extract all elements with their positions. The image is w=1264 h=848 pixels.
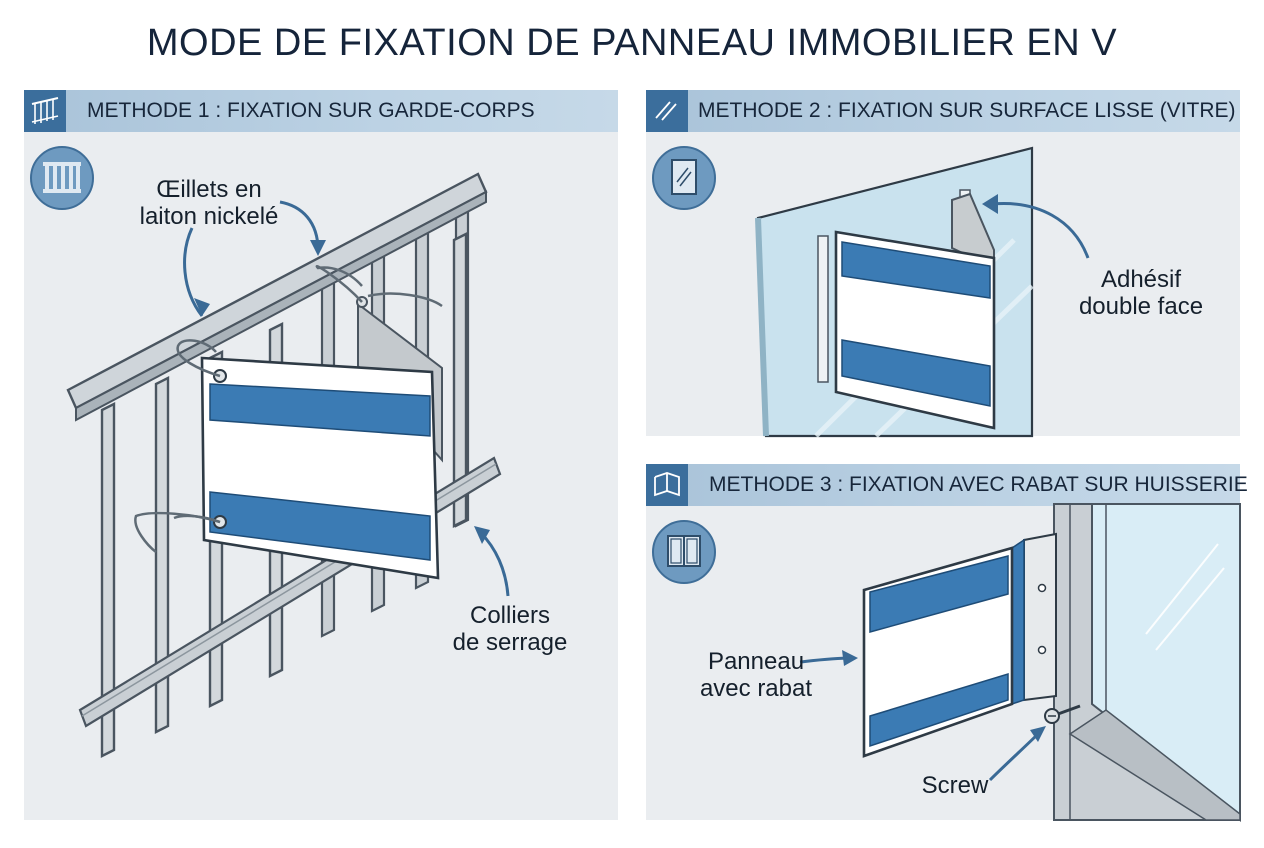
method1-panel: METHODE 1 : FIXATION SUR GARDE-CORPS (24, 90, 618, 820)
door-frame-illustration (799, 503, 1241, 823)
method1-title: METHODE 1 : FIXATION SUR GARDE-CORPS (87, 99, 535, 122)
method2-header: METHODE 2 : FIXATION SUR SURFACE LISSE (… (646, 90, 1240, 132)
method1-header: METHODE 1 : FIXATION SUR GARDE-CORPS (24, 90, 618, 132)
cable-ties-label-line2: de serrage (452, 629, 568, 656)
adhesive-label-line1: Adhésif (1100, 266, 1182, 293)
window-icon (652, 520, 716, 584)
eyelets-label-line1: Œillets en (156, 176, 262, 203)
method2-title: METHODE 2 : FIXATION SUR SURFACE LISSE (… (698, 99, 1236, 122)
eyelets-label: Œillets en laiton nickelé (114, 176, 304, 230)
cable-ties-label: Colliers de serrage (440, 602, 580, 656)
adhesive-label-line2: double face (1078, 293, 1204, 320)
cable-ties-label-line1: Colliers (469, 602, 550, 629)
method2-panel: METHODE 2 : FIXATION SUR SURFACE LISSE (… (646, 90, 1240, 438)
adhesive-label: Adhésif double face (1066, 266, 1216, 320)
door-frame-icon (646, 464, 688, 506)
method3-header: METHODE 3 : FIXATION AVEC RABAT SUR HUIS… (646, 464, 1248, 506)
eyelets-label-line2: laiton nickelé (139, 203, 279, 230)
method3-panel: METHODE 3 : FIXATION AVEC RABAT SUR HUIS… (646, 464, 1248, 823)
panel-label-line1: Panneau (707, 648, 805, 675)
panel-with-flap-label: Panneau avec rabat (686, 648, 826, 702)
railing-circle-icon (30, 146, 94, 210)
page-title: MODE DE FIXATION DE PANNEAU IMMOBILIER E… (146, 22, 1118, 64)
glass-icon (646, 90, 688, 132)
glass-circle-icon (652, 146, 716, 210)
glass-illustration (755, 146, 1090, 438)
railing-icon (24, 90, 66, 132)
method3-title: METHODE 3 : FIXATION AVEC RABAT SUR HUIS… (709, 473, 1248, 496)
screw-label: Screw (921, 772, 989, 799)
panel-label-line2: avec rabat (699, 675, 813, 702)
railing-illustration (66, 172, 510, 758)
